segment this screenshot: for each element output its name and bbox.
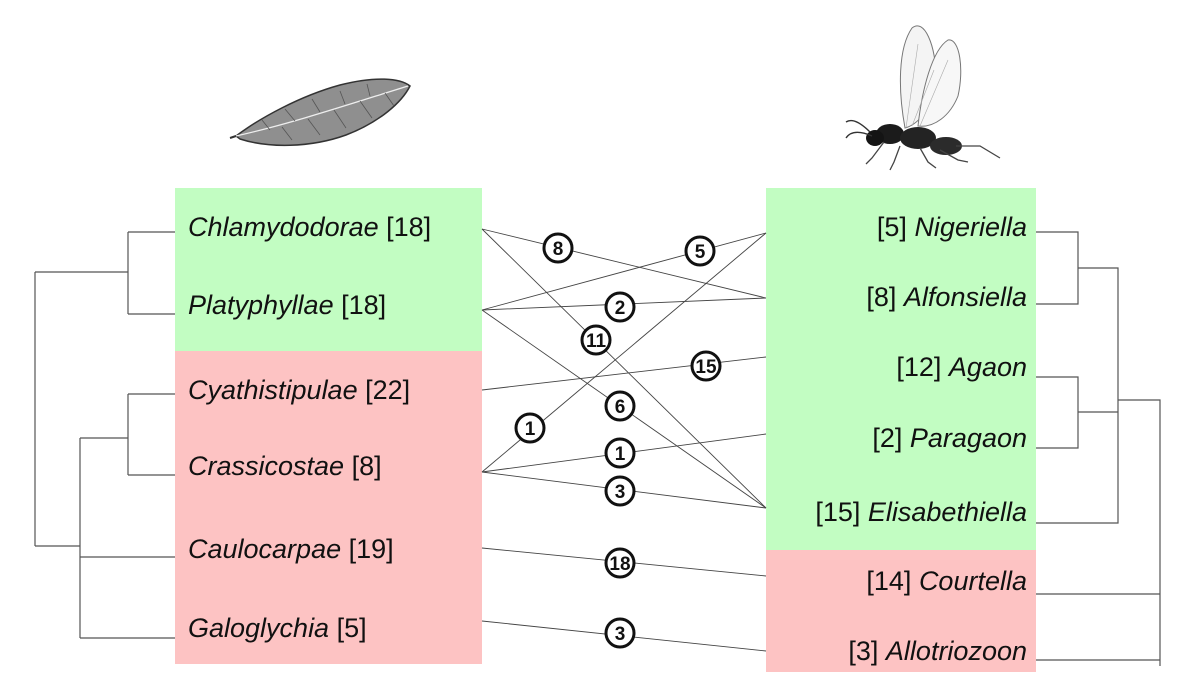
badge-count-text: 5 <box>695 242 706 263</box>
right-taxon-label: [12] Agaon <box>896 352 1027 382</box>
left-taxon-label: Platyphyllae [18] <box>188 290 386 320</box>
badge-count-text: 2 <box>615 298 626 319</box>
badge-circle <box>542 232 574 264</box>
association-count-badge: 1 <box>604 437 636 469</box>
association-count-badge: 8 <box>542 232 574 264</box>
badge-circle <box>604 475 636 507</box>
right-tree-branch <box>1118 399 1161 666</box>
badge-count-text: 6 <box>615 397 626 418</box>
association-count-badge: 5 <box>684 235 716 267</box>
association-count-badge: 3 <box>604 617 636 649</box>
badge-count-text: 3 <box>615 482 626 503</box>
right-taxon-label: [2] Paragaon <box>872 423 1027 453</box>
left-taxon-label: Chlamydodorae [18] <box>188 212 431 242</box>
left-group-b-box <box>175 351 482 664</box>
left-taxon-label: Crassicostae [8] <box>188 451 382 481</box>
association-count-badge: 11 <box>580 324 612 356</box>
association-count-badge: 1 <box>514 412 546 444</box>
right-tree-branch <box>1036 231 1079 305</box>
badge-count-text: 11 <box>586 331 607 352</box>
right-taxon-label: [8] Alfonsiella <box>866 282 1027 312</box>
badge-circle <box>604 617 636 649</box>
badge-circle <box>580 324 612 356</box>
association-count-badge: 3 <box>604 475 636 507</box>
right-taxon-label: [15] Elisabethiella <box>815 497 1027 527</box>
fig-wasp-icon <box>845 25 1001 171</box>
right-taxa: [5] Nigeriella [8] Alfonsiella [12] Agao… <box>815 212 1027 666</box>
badge-circle <box>604 291 636 323</box>
association-count-badge: 15 <box>690 350 722 382</box>
association-count-badge: 2 <box>604 291 636 323</box>
right-group-b-box <box>766 550 1036 672</box>
right-taxon-label: [5] Nigeriella <box>877 212 1027 242</box>
left-group-a-box <box>175 188 482 351</box>
badge-count-text: 8 <box>553 239 564 260</box>
badge-count-text: 3 <box>615 624 626 645</box>
right-tree-branch <box>1036 267 1119 524</box>
right-group-a-box <box>766 188 1036 550</box>
badge-count-text: 18 <box>609 554 630 575</box>
badge-count-text: 1 <box>525 419 536 440</box>
left-taxon-label: Cyathistipulae [22] <box>188 375 410 405</box>
left-taxon-label: Galoglychia [5] <box>188 613 367 643</box>
right-tree-branch <box>1036 376 1079 449</box>
badge-circle <box>604 390 636 422</box>
left-taxon-label: Caulocarpae [19] <box>188 534 394 564</box>
association-count-badge: 6 <box>604 390 636 422</box>
association-line <box>481 356 767 391</box>
fig-leaf-icon <box>229 78 411 147</box>
association-line <box>481 228 767 299</box>
left-taxa: Chlamydodorae [18] Platyphyllae [18] Cya… <box>188 212 431 643</box>
badge-circle <box>604 547 636 579</box>
association-line <box>481 228 767 509</box>
right-taxon-label: [3] Allotriozoon <box>848 636 1027 666</box>
badge-circle <box>514 412 546 444</box>
right-phylogeny-tree <box>1036 231 1161 666</box>
badge-count-text: 15 <box>695 357 717 378</box>
association-count-badge: 18 <box>604 547 636 579</box>
badge-circle <box>690 350 722 382</box>
association-line <box>481 232 767 311</box>
left-phylogeny-tree <box>34 231 175 639</box>
badge-circle <box>604 437 636 469</box>
badge-circle <box>684 235 716 267</box>
badge-count-text: 1 <box>615 444 626 465</box>
right-taxon-label: [14] Courtella <box>866 566 1027 596</box>
